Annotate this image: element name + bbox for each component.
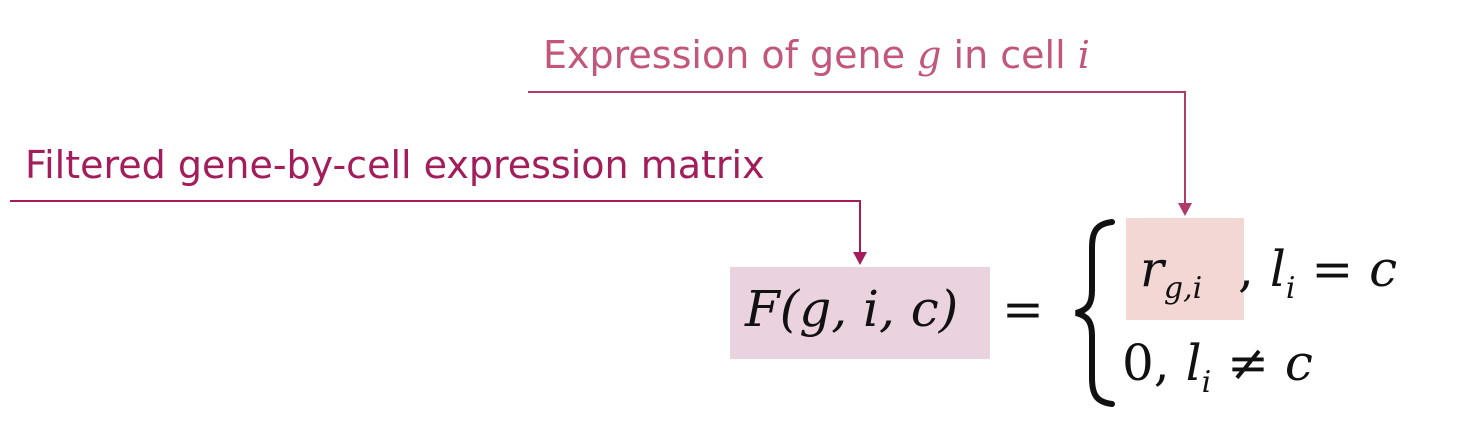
- case1-value: rg,i: [1140, 244, 1202, 304]
- highlight-box-lhs: [730, 267, 990, 359]
- arrowhead-down-icon: [853, 252, 867, 265]
- annotation-gene-expression: Expression of gene g in cell i: [543, 36, 1090, 74]
- subscript-i: i: [1201, 365, 1212, 400]
- annotation-text: Filtered gene-by-cell expression matrix: [25, 143, 765, 187]
- annotation-text: in cell: [941, 33, 1078, 77]
- highlight-box-rgi: [1126, 218, 1244, 320]
- equals-sign: =: [1002, 280, 1044, 338]
- subscript-i: i: [1285, 271, 1296, 306]
- equation-lhs: F(g, i, c): [745, 284, 958, 334]
- case1-condition: , li = c: [1238, 244, 1397, 304]
- case2-value: 0,: [1122, 334, 1170, 392]
- annotation-text: Expression of gene: [543, 33, 918, 77]
- function-name: F: [745, 280, 780, 338]
- separator-comma: ,: [1238, 240, 1254, 298]
- annotation-var-i: i: [1077, 33, 1090, 77]
- var-r: r: [1140, 240, 1164, 298]
- annotation-filtered-matrix: Filtered gene-by-cell expression matrix: [25, 146, 765, 184]
- left-brace-icon: [1075, 219, 1115, 407]
- annotation-var-g: g: [917, 33, 942, 77]
- relation-not-equals-c: ≠ c: [1211, 334, 1313, 392]
- var-l: l: [1269, 240, 1286, 298]
- relation-equals-c: = c: [1295, 240, 1398, 298]
- case2-row: 0, li ≠ c: [1122, 338, 1313, 398]
- arrowhead-down-icon: [1178, 203, 1192, 216]
- var-l: l: [1185, 334, 1202, 392]
- connector-top: [528, 91, 1192, 216]
- subscript-gi: g,i: [1163, 271, 1203, 306]
- function-args: (g, i, c): [779, 280, 959, 338]
- connector-left: [10, 200, 867, 265]
